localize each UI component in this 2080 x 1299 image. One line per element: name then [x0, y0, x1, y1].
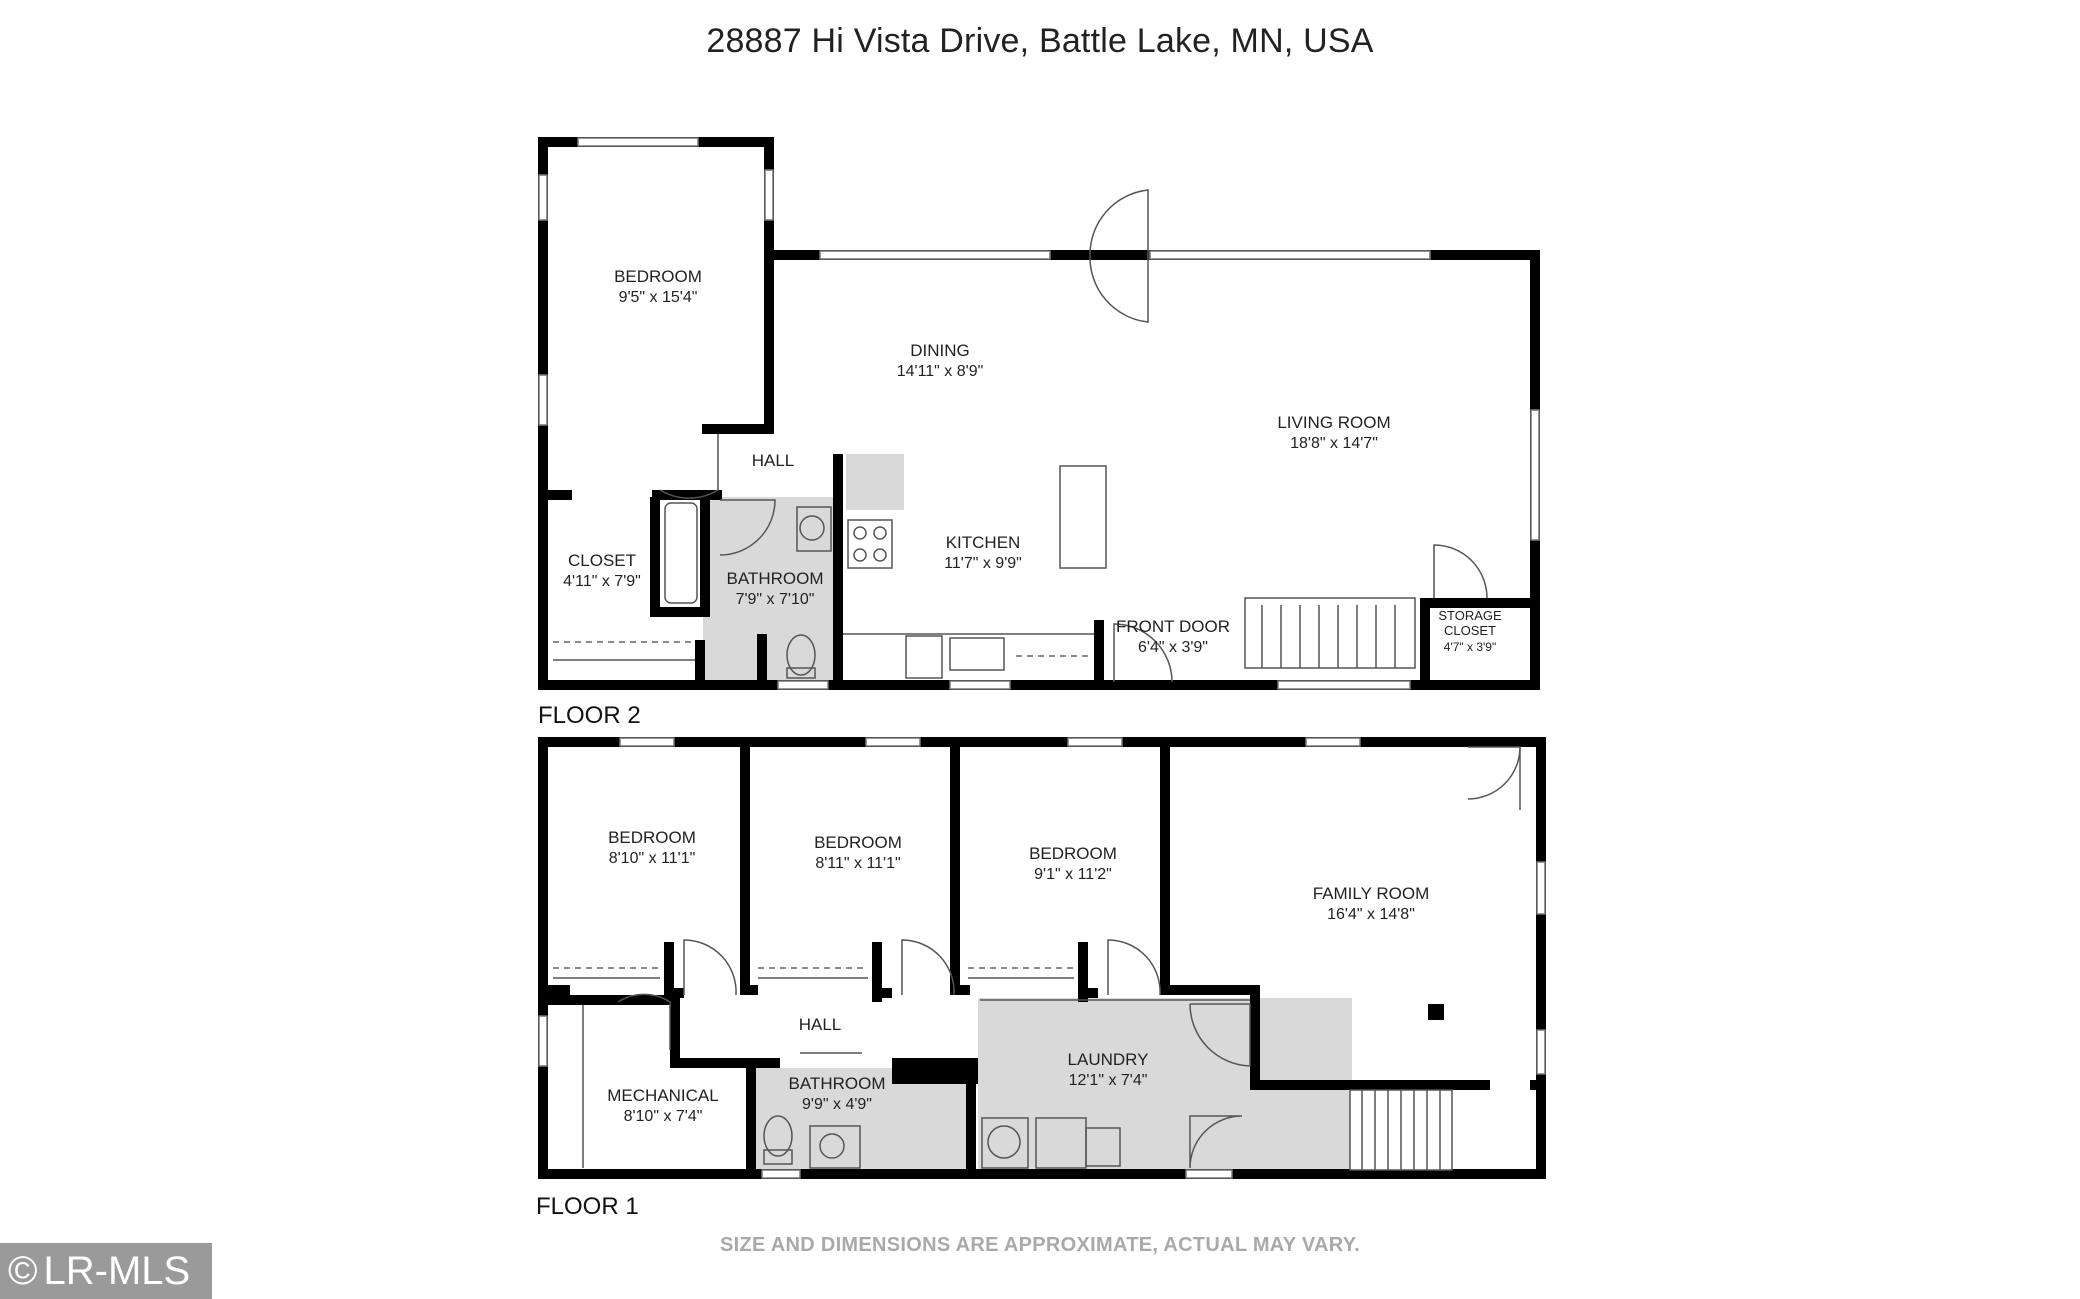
f2-bedroom-name: BEDROOM: [614, 267, 702, 286]
f1-family-name: FAMILY ROOM: [1313, 884, 1430, 903]
mls-badge-text: LR-MLS: [43, 1248, 191, 1293]
floor-2-plan: [538, 137, 1540, 690]
f2-storage-name-1: STORAGE: [1438, 608, 1502, 623]
f1-laundry-name: LAUNDRY: [1068, 1050, 1149, 1069]
floor-1-plan: [538, 737, 1546, 1179]
f1-bedroom2-dims: 8'11" x 11'1": [815, 855, 900, 872]
copyright-icon: ©: [8, 1248, 38, 1293]
f2-kitchen-dims: 11'7" x 9'9": [944, 555, 1022, 572]
f1-mechanical-name: MECHANICAL: [607, 1086, 718, 1105]
f2-kitchen-name: KITCHEN: [946, 533, 1021, 552]
floor-1-label: FLOOR 1: [536, 1193, 639, 1220]
f1-laundry-dims: 12'1" x 7'4": [1069, 1072, 1148, 1089]
f2-closet-name: CLOSET: [568, 551, 636, 570]
f2-living-name: LIVING ROOM: [1277, 413, 1390, 432]
f1-bedroom1-name: BEDROOM: [608, 828, 696, 847]
kitchen-fridge: [846, 454, 904, 510]
f2-dining-name: DINING: [910, 341, 970, 360]
f2-storage-name-2: CLOSET: [1444, 623, 1496, 638]
floor1-bathroom-floor: [754, 1068, 976, 1170]
f1-bedroom1-dims: 8'10" x 11'1": [609, 850, 696, 867]
f1-bathroom-name: BATHROOM: [789, 1074, 886, 1093]
f2-bedroom-dims: 9'5" x 15'4": [619, 289, 698, 306]
f2-dining-dims: 14'11" x 8'9": [897, 363, 984, 380]
f1-bedroom2-name: BEDROOM: [814, 833, 902, 852]
f1-bedroom3-name: BEDROOM: [1029, 844, 1117, 863]
f2-living-dims: 18'8" x 14'7": [1290, 435, 1378, 452]
f2-closet-dims: 4'11" x 7'9": [563, 573, 641, 590]
f2-storage-dims: 4'7" x 3'9": [1444, 640, 1496, 654]
f1-mechanical-dims: 8'10" x 7'4": [624, 1108, 703, 1125]
f2-bathroom-dims: 7'9" x 7'10": [736, 591, 815, 608]
f1-hall-name: HALL: [799, 1015, 842, 1034]
page-title: 28887 Hi Vista Drive, Battle Lake, MN, U…: [706, 22, 1374, 60]
f2-front-door-dims: 6'4" x 3'9": [1138, 639, 1208, 656]
f1-family-dims: 16'4" x 14'8": [1327, 906, 1415, 923]
f2-bathroom-name: BATHROOM: [727, 569, 824, 588]
f2-front-door-name: FRONT DOOR: [1116, 617, 1230, 636]
f2-hall-name: HALL: [752, 451, 795, 470]
mls-watermark-badge: © LR-MLS: [0, 1243, 212, 1299]
f1-bathroom-dims: 9'9" x 4'9": [802, 1096, 872, 1113]
floor-2-label: FLOOR 2: [538, 702, 641, 729]
disclaimer-text: SIZE AND DIMENSIONS ARE APPROXIMATE, ACT…: [719, 1234, 1361, 1256]
f1-bedroom3-dims: 9'1" x 11'2": [1034, 866, 1112, 883]
